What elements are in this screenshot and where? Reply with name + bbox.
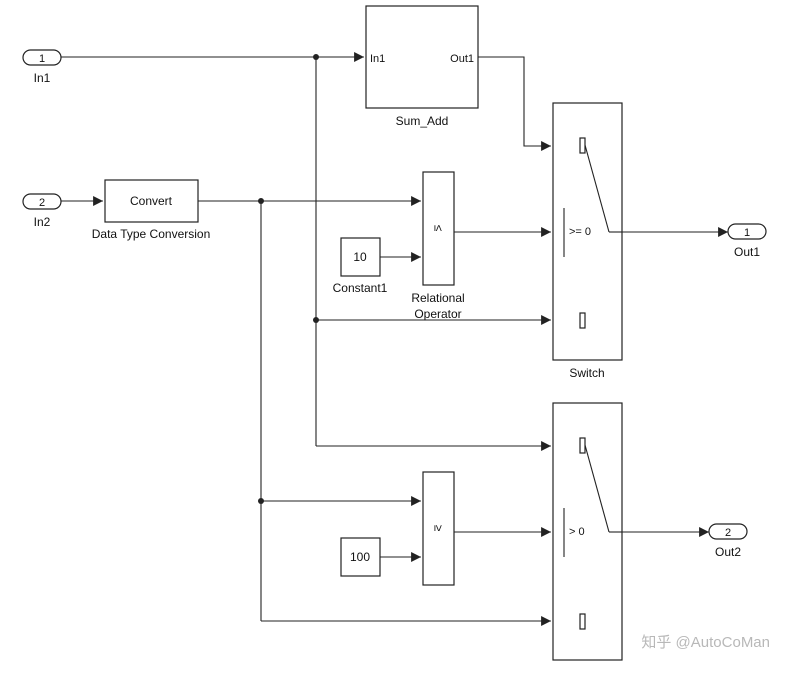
relational-operator-symbol: ≤ bbox=[432, 225, 446, 232]
relational-operator2-block[interactable]: ≥ bbox=[422, 471, 455, 586]
inport-in2-number: 2 bbox=[39, 197, 45, 209]
inport-in1-label: In1 bbox=[34, 71, 51, 85]
relational-operator-name-line2: Operator bbox=[414, 307, 461, 321]
sum-add-out-port-label: Out1 bbox=[450, 53, 474, 65]
constant1-block[interactable]: 10 Constant1 bbox=[333, 237, 388, 295]
line-sumadd-to-switch1[interactable] bbox=[478, 56, 551, 151]
branch-point bbox=[313, 317, 319, 323]
outport-out2-label: Out2 bbox=[715, 545, 741, 559]
switch1-criteria: >= 0 bbox=[569, 226, 591, 238]
switch1-port1-marker bbox=[579, 137, 586, 154]
switch1-name: Switch bbox=[569, 366, 604, 380]
constant2-block[interactable]: 100 bbox=[340, 537, 381, 577]
switch1-block[interactable]: >= 0 Switch bbox=[552, 102, 623, 380]
switch1-pole bbox=[584, 144, 610, 233]
outport-out2[interactable]: 2 Out2 bbox=[708, 523, 748, 559]
relational-operator-name-line1: Relational bbox=[411, 291, 464, 305]
outport-out1-number: 1 bbox=[744, 227, 750, 239]
data-type-conversion-block[interactable]: Convert Data Type Conversion bbox=[92, 179, 211, 241]
constant1-name: Constant1 bbox=[333, 281, 388, 295]
branch-point bbox=[258, 498, 264, 504]
subsystem-sum-add[interactable]: In1 Out1 Sum_Add bbox=[365, 5, 479, 128]
convert-name: Data Type Conversion bbox=[92, 227, 211, 241]
sum-add-in-port-label: In1 bbox=[370, 53, 385, 65]
watermark-text: 知乎 @AutoCoMan bbox=[641, 634, 770, 651]
switch2-port1-marker bbox=[579, 437, 586, 454]
switch2-block[interactable]: > 0 bbox=[552, 402, 623, 661]
sum-add-name: Sum_Add bbox=[396, 114, 449, 128]
inport-in2-label: In2 bbox=[34, 215, 51, 229]
outport-out1-label: Out1 bbox=[734, 245, 760, 259]
outport-out2-number: 2 bbox=[725, 527, 731, 539]
branch-point bbox=[313, 54, 319, 60]
relational-operator-block[interactable]: ≤ Relational Operator bbox=[411, 171, 465, 321]
switch2-pole bbox=[584, 444, 610, 533]
signal-lines bbox=[61, 52, 728, 626]
switch1-port3-marker bbox=[579, 312, 586, 329]
inport-in2[interactable]: 2 In2 bbox=[22, 193, 62, 229]
constant1-value: 10 bbox=[353, 250, 367, 264]
inport-in1[interactable]: 1 In1 bbox=[22, 49, 62, 85]
outport-out1[interactable]: 1 Out1 bbox=[727, 223, 767, 259]
convert-text: Convert bbox=[130, 194, 173, 208]
switch2-criteria: > 0 bbox=[569, 526, 585, 538]
branch-point bbox=[258, 198, 264, 204]
constant2-value: 100 bbox=[350, 550, 370, 564]
inport-in1-number: 1 bbox=[39, 53, 45, 65]
switch2-port3-marker bbox=[579, 613, 586, 630]
relational-operator2-symbol: ≥ bbox=[432, 525, 446, 532]
